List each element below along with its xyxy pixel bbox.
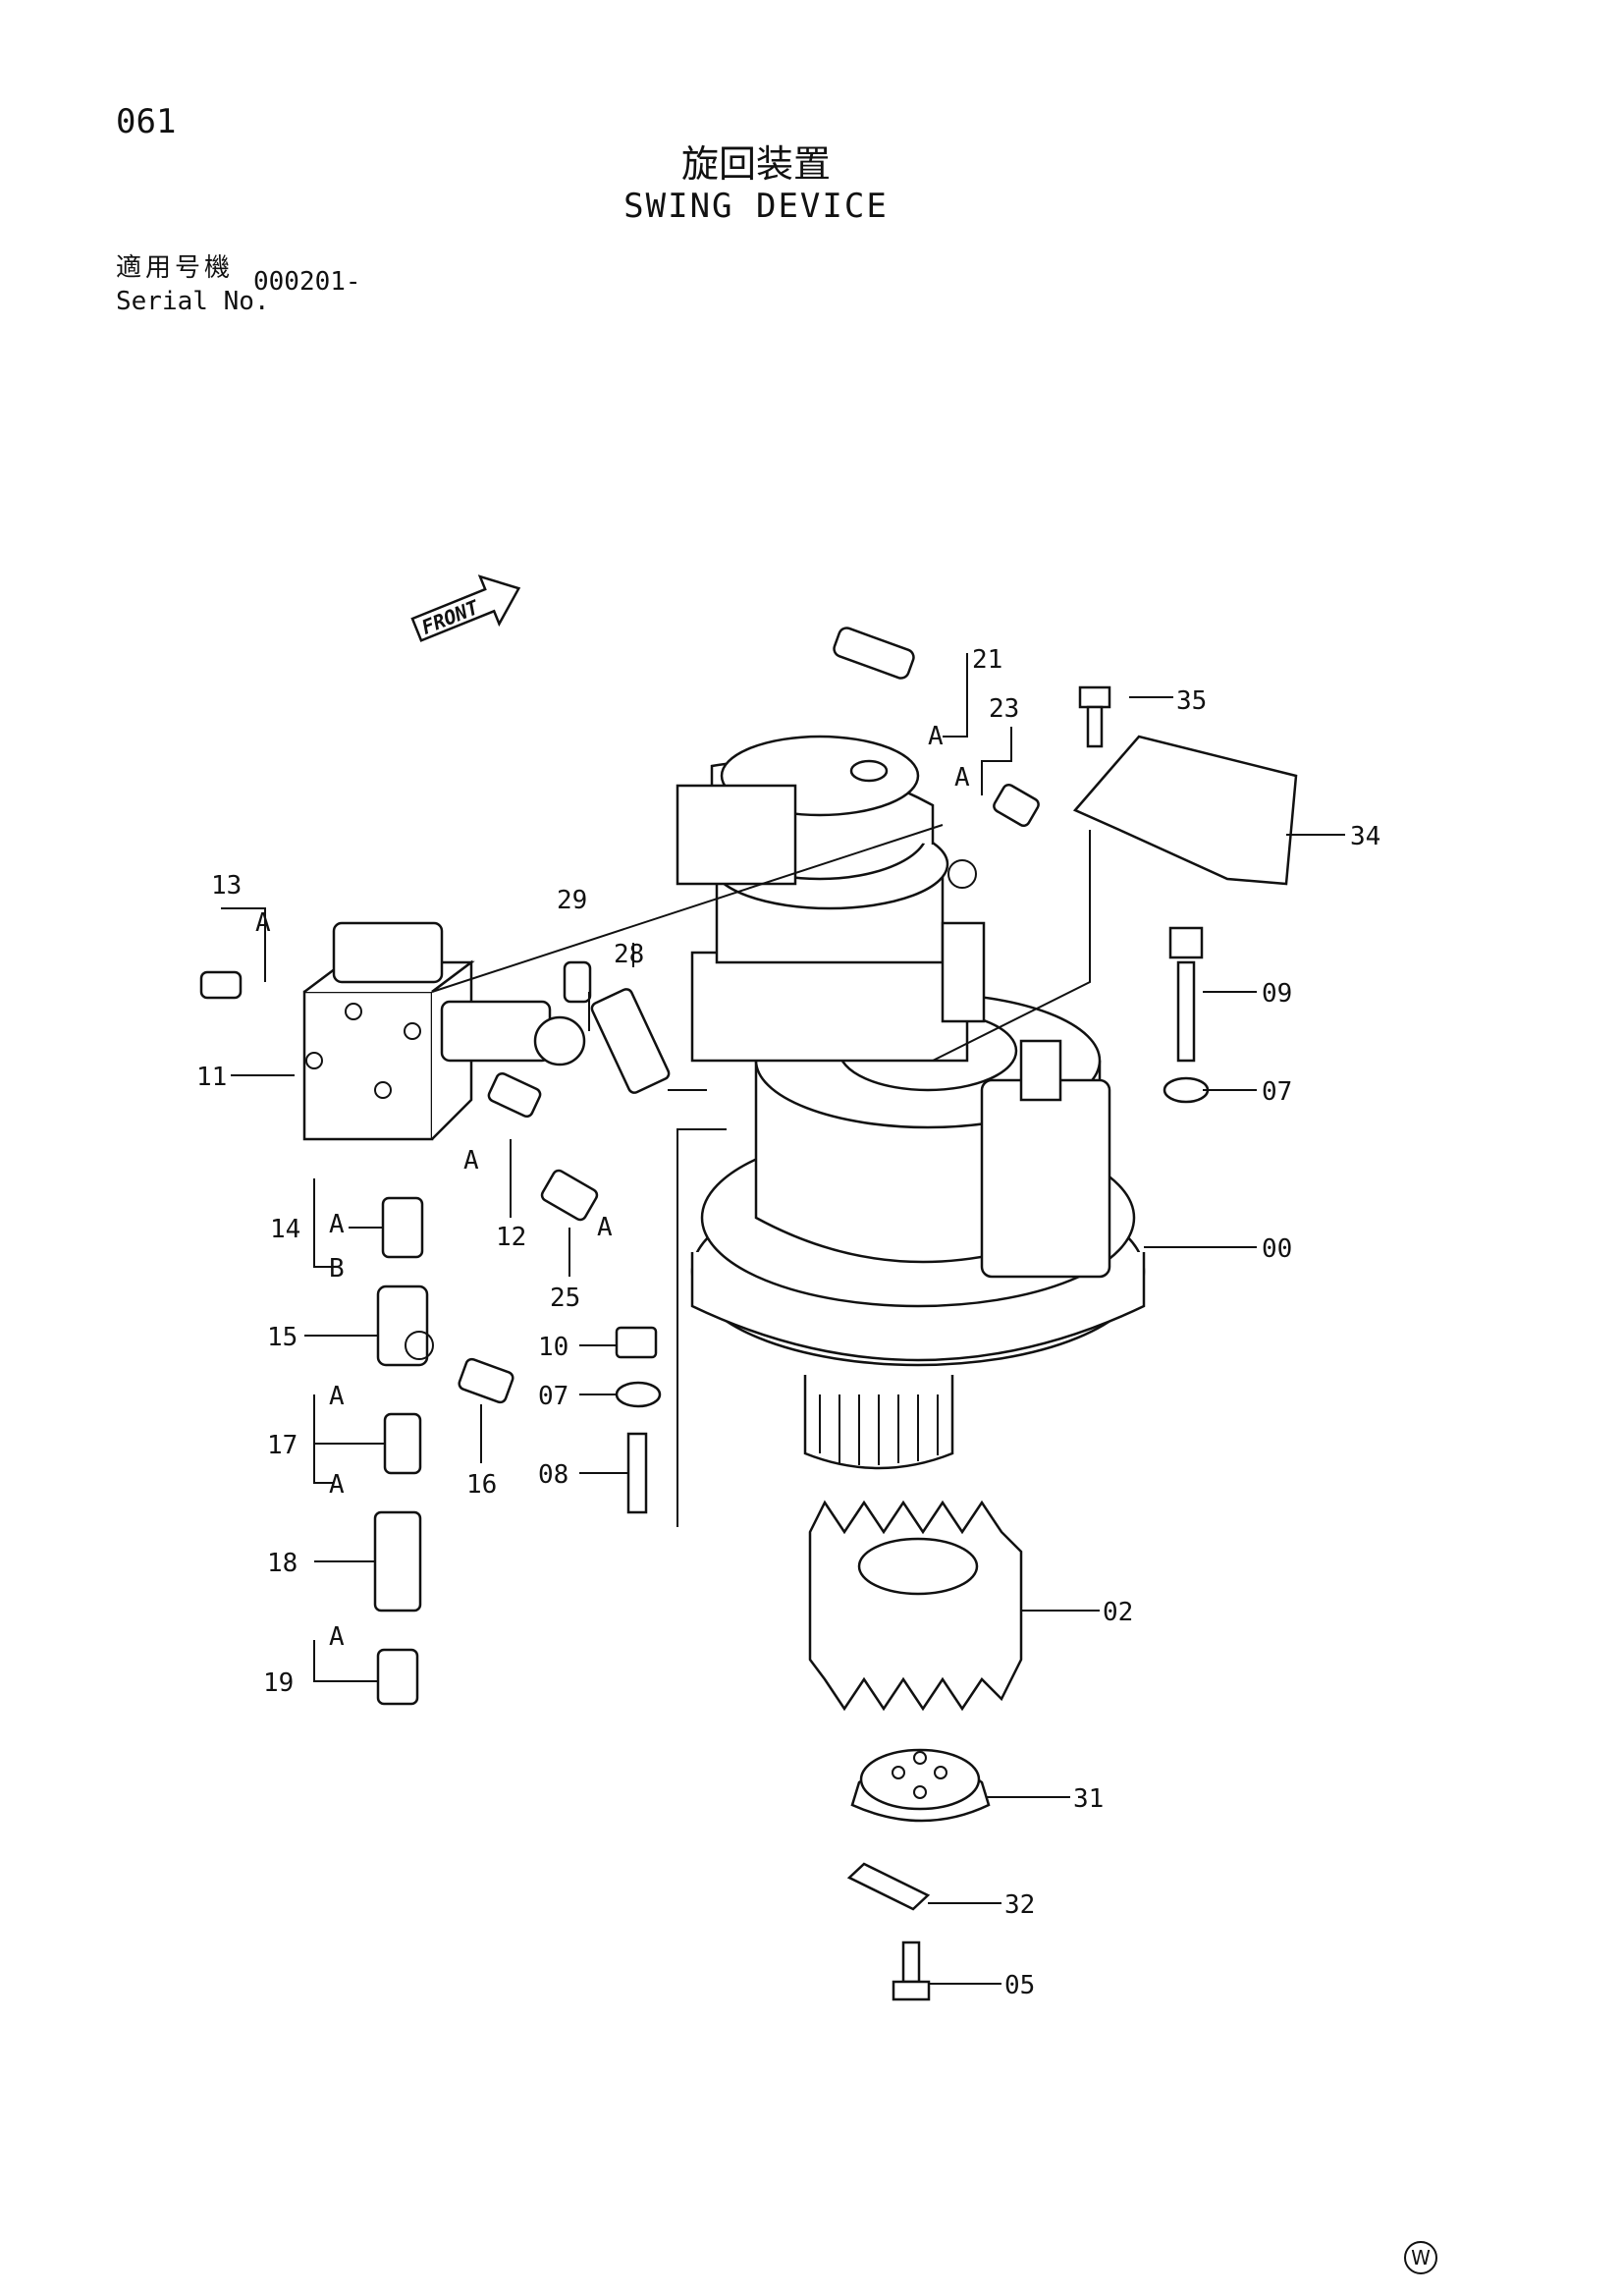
connector-a: A <box>329 1622 345 1652</box>
callout-08: 08 <box>538 1460 568 1490</box>
callout-17: 17 <box>267 1431 298 1460</box>
callout-13: 13 <box>211 871 242 901</box>
bolt-05 <box>892 1941 931 2001</box>
fitting-19 <box>376 1648 419 1706</box>
callout-32: 32 <box>1004 1890 1035 1920</box>
fitting-25 <box>540 1169 599 1222</box>
fitting-12 <box>487 1071 542 1119</box>
serial-label: Serial No. <box>116 287 270 316</box>
swing-motor <box>676 735 969 1063</box>
callout-15: 15 <box>267 1323 298 1352</box>
connector-labels: A A A A B A A A A A <box>255 722 970 1652</box>
lock-plate <box>846 1862 931 1911</box>
serial-label-japanese: 適用号機 <box>116 253 235 283</box>
stud-08 <box>626 1432 648 1514</box>
callout-07-right: 07 <box>1262 1077 1292 1107</box>
callout-35: 35 <box>1176 686 1207 716</box>
tee-fitting-15 <box>376 1285 434 1367</box>
bracket-34 <box>1072 735 1298 886</box>
page-title-japanese: 旋回装置 <box>680 142 831 186</box>
bolt-09 <box>1168 926 1204 1063</box>
callout-31: 31 <box>1073 1784 1104 1814</box>
connector-a: A <box>255 908 271 938</box>
elbow-21 <box>833 627 915 680</box>
connector-a: A <box>329 1470 345 1500</box>
pinion-gear <box>808 1500 1023 1712</box>
callout-25: 25 <box>550 1284 580 1313</box>
callout-28: 28 <box>614 940 644 969</box>
callout-29: 29 <box>557 886 587 915</box>
callout-18: 18 <box>267 1549 298 1578</box>
connector-a: A <box>329 1382 345 1411</box>
connector-a: A <box>329 1210 345 1239</box>
callout-12: 12 <box>496 1223 526 1252</box>
washer-07-left <box>615 1381 662 1408</box>
swing-device-housing <box>690 992 1146 1470</box>
connector-a: A <box>954 763 970 793</box>
manufacturer-mark: W <box>1404 2241 1437 2274</box>
plug-29 <box>563 960 592 1004</box>
front-arrow-icon: FRONT <box>410 574 521 642</box>
page-title: SWING DEVICE <box>623 187 889 226</box>
connector-a: A <box>928 722 944 751</box>
nut-10 <box>615 1326 658 1359</box>
serial-value: 000201- <box>253 267 361 297</box>
callouts: 21 23 35 34 09 07 00 02 31 32 05 11 13 1… <box>196 645 1380 2000</box>
cover-plate <box>850 1748 991 1823</box>
callout-10: 10 <box>538 1333 568 1362</box>
callout-05: 05 <box>1004 1971 1035 2000</box>
elbow-23 <box>993 783 1040 828</box>
fitting-14 <box>381 1196 424 1259</box>
fitting-28 <box>590 988 671 1094</box>
callout-34: 34 <box>1350 822 1380 851</box>
hex-coupling-18 <box>373 1510 422 1613</box>
bolt-35 <box>1078 685 1111 748</box>
callout-11: 11 <box>196 1063 227 1092</box>
connector-a: A <box>597 1213 613 1242</box>
front-label: FRONT <box>418 595 483 639</box>
callout-00: 00 <box>1262 1234 1292 1264</box>
callout-14: 14 <box>270 1215 300 1244</box>
callout-19: 19 <box>263 1668 294 1698</box>
callout-21: 21 <box>972 645 1002 675</box>
callout-09: 09 <box>1262 979 1292 1009</box>
leader-lines <box>221 653 1345 1985</box>
tube-assembly <box>941 859 986 1023</box>
connector-a: A <box>463 1146 479 1175</box>
control-valve <box>302 921 586 1141</box>
callout-16: 16 <box>466 1470 497 1500</box>
fitting-16 <box>458 1357 514 1404</box>
page-number: 061 <box>116 102 177 141</box>
fitting-17 <box>383 1412 422 1475</box>
washer-07-right <box>1163 1076 1210 1104</box>
connector-b: B <box>329 1254 345 1284</box>
callout-23: 23 <box>989 694 1019 724</box>
fitting-13 <box>199 970 243 1000</box>
callout-02: 02 <box>1103 1598 1133 1627</box>
callout-07-left: 07 <box>538 1382 568 1411</box>
